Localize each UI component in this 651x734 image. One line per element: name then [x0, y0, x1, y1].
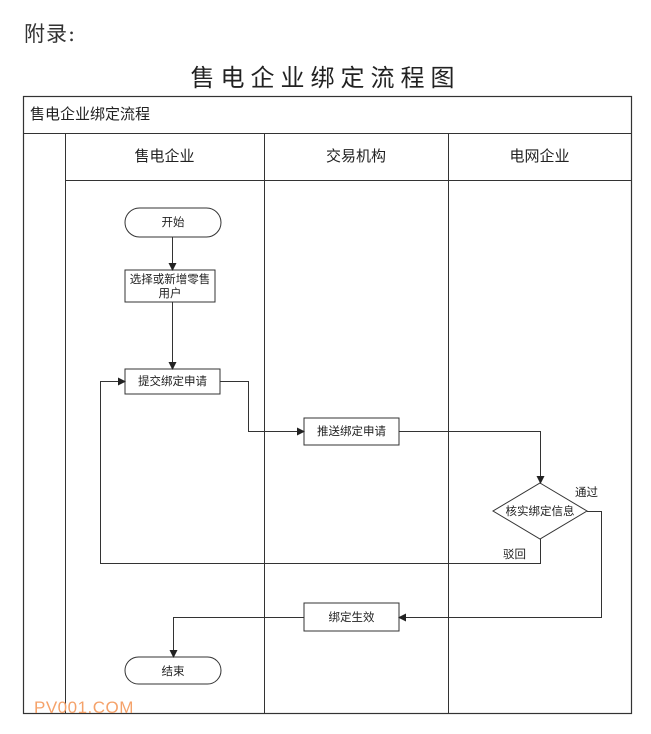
node-select-user-label-line2: 用户: [158, 286, 182, 300]
node-start-label: 开始: [161, 215, 185, 229]
page-title: 售电企业绑定流程图: [190, 64, 461, 92]
pool-title: 售电企业绑定流程: [30, 105, 151, 123]
node-end-label: 结束: [161, 664, 185, 678]
node-effective-label: 绑定生效: [328, 610, 375, 624]
watermark: PV001.COM: [34, 698, 134, 717]
node-submit-label: 提交绑定申请: [138, 374, 207, 388]
node-push-label: 推送绑定申请: [317, 424, 386, 438]
appendix-label: 附录:: [24, 22, 77, 46]
edge-verify-reject: [100, 377, 541, 564]
edge-verify-pass: [398, 511, 602, 622]
lane-header-retailer: 售电企业: [134, 147, 195, 165]
edge-label-pass: 通过: [575, 485, 598, 499]
node-effective[interactable]: [303, 602, 400, 632]
lane-header-exchange: 交易机构: [325, 147, 386, 165]
edge-effective-to-end: [169, 617, 304, 658]
pool-frame: [22, 95, 633, 715]
lane-header-grid: 电网企业: [509, 147, 570, 165]
edge-submit-to-push: [220, 381, 305, 436]
edge-label-reject: 驳回: [503, 547, 526, 561]
edge-push-to-verify: [399, 431, 545, 484]
node-select-user-label-line1: 选择或新增零售: [129, 272, 211, 286]
node-verify-label: 核实绑定信息: [505, 504, 575, 518]
node-select-user[interactable]: [124, 269, 216, 303]
node-push[interactable]: [303, 417, 400, 446]
